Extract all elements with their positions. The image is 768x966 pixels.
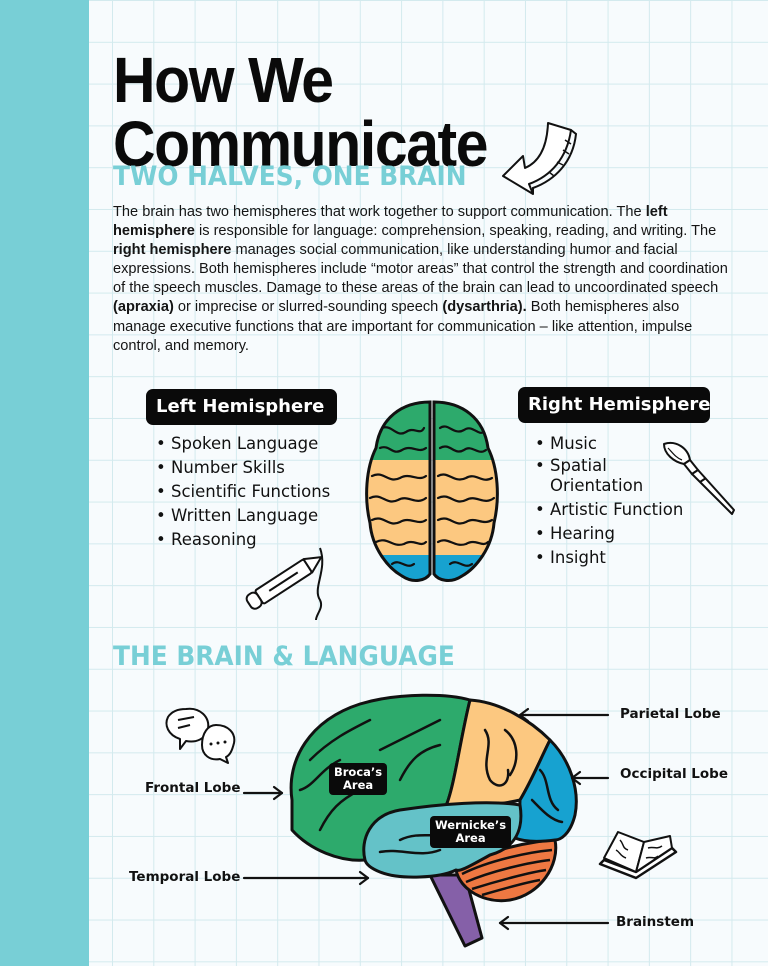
speech-bubbles-icon [165,707,236,764]
right-hemisphere-list: Music Spatial Orientation Artistic Funct… [535,432,685,570]
intro-text: Both hemispheres also manage executive f… [113,299,693,354]
bold-right-hemisphere: right hemisphere [113,242,232,259]
curved-arrow-icon [502,122,578,195]
left-hemisphere-list: Spoken Language Number Skills Scientific… [156,432,330,552]
list-item: Written Language [156,504,330,528]
open-book-icon [598,831,678,880]
label-brainstem: Brainstem [616,914,695,930]
list-item: Spatial Orientation [535,456,650,498]
label-temporal-lobe: Temporal Lobe [129,869,241,885]
bold-left-hemisphere: left hemisphere [113,204,668,240]
list-item: Spoken Language [156,432,330,456]
label-parietal-lobe: Parietal Lobe [620,706,721,722]
bold-dysarthria: (dysarthria). [442,299,527,316]
teal-sidebar [0,0,89,966]
label-occipital-lobe: Occipital Lobe [620,766,728,782]
wernicke-label-line2: Area [455,831,486,845]
wernicke-label-line1: Wernicke’s [435,818,507,832]
broca-label-line2: Area [343,778,374,792]
paintbrush-icon [663,442,735,515]
intro-text: manages social communication, like under… [113,242,728,297]
page-title: How We Communicate [113,44,489,180]
section-heading-brain-language: THE BRAIN & LANGUAGE [113,641,455,672]
list-item: Number Skills [156,456,330,480]
list-item: Scientific Functions [156,480,330,504]
label-frontal-lobe: Frontal Lobe [145,780,241,796]
list-item: Artistic Function [535,498,685,522]
intro-paragraph: The brain has two hemispheres that work … [113,203,733,356]
brain-top-view [365,400,499,582]
left-hemisphere-title: Left Hemisphere [146,389,337,425]
bold-apraxia: (apraxia) [113,299,174,316]
list-item: Music [535,432,685,456]
list-item: Insight [535,546,685,570]
intro-text: is responsible for language: comprehensi… [194,223,717,240]
right-hemisphere-title: Right Hemisphere [518,387,711,423]
section-heading-two-halves: TWO HALVES, ONE BRAIN [113,161,467,192]
broca-label-line1: Broca’s [334,765,383,779]
pencil-icon [245,547,324,621]
intro-text: or imprecise or slurred-sounding speech [173,299,443,316]
intro-text: The brain has two hemispheres that work … [113,204,646,220]
list-item: Reasoning [156,528,330,552]
list-item: Hearing [535,522,685,546]
